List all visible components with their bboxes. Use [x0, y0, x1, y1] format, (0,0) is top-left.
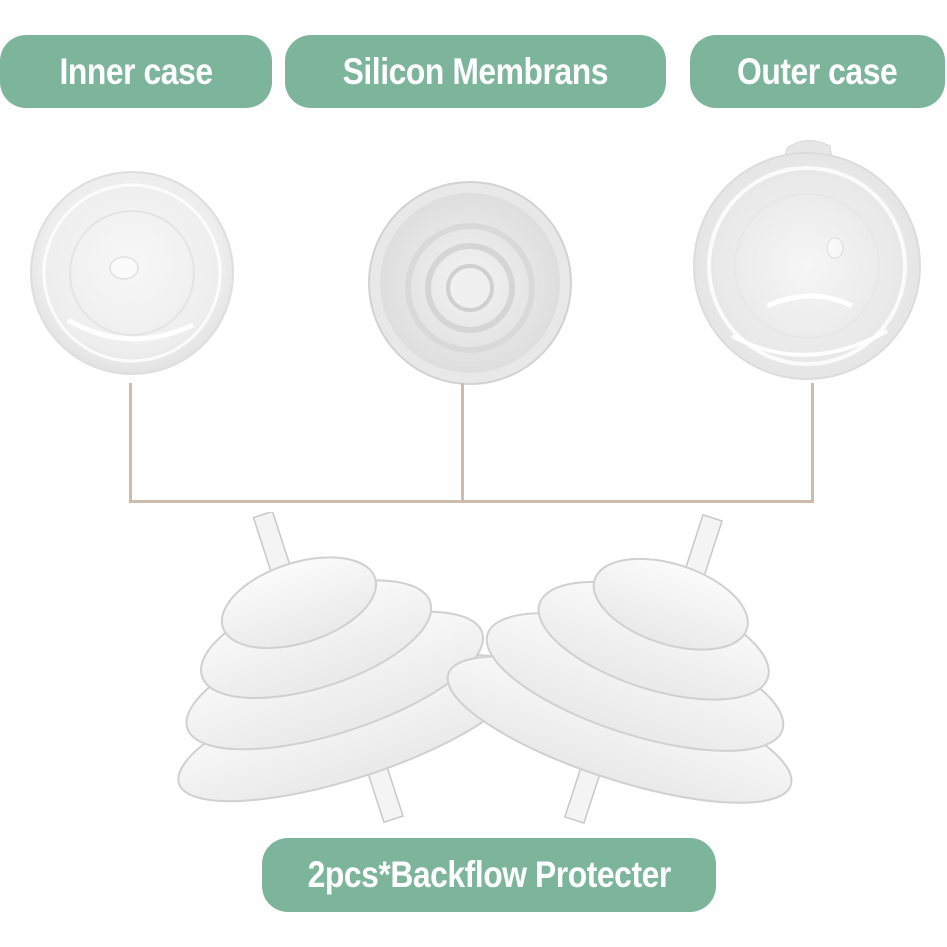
label-silicon-membrane: Silicon Membrans [285, 35, 666, 108]
label-inner-case: Inner case [0, 35, 272, 108]
inner-case-image [28, 170, 238, 380]
outer-case-image [692, 136, 922, 386]
backflow-protector-pair-icon [177, 512, 793, 825]
label-backflow-protector: 2pcs*Backflow Protecter [262, 838, 716, 912]
label-backflow-protector-text: 2pcs*Backflow Protecter [307, 854, 671, 895]
silicon-membrane-image [367, 180, 573, 386]
label-outer-case-text: Outer case [737, 50, 898, 92]
connector-left-vertical [129, 383, 132, 502]
label-silicon-membrane-text: Silicon Membrans [342, 50, 609, 92]
label-outer-case: Outer case [690, 35, 945, 108]
white-ringed-membrane-icon [368, 181, 572, 385]
connector-middle-vertical [461, 383, 464, 502]
label-inner-case-text: Inner case [59, 50, 213, 92]
backflow-protectors-image [140, 512, 830, 827]
clear-disc-icon [30, 171, 234, 375]
clear-cap-icon [693, 140, 921, 380]
connector-horizontal [129, 500, 814, 503]
connector-right-vertical [811, 383, 814, 502]
